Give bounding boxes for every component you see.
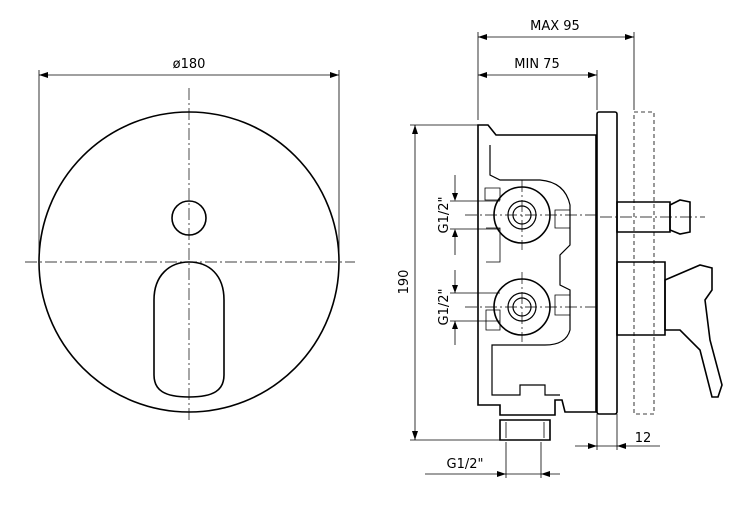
port-upper-label: G1/2" xyxy=(437,197,452,234)
cover-plate-side xyxy=(596,111,618,415)
lever-handle-side xyxy=(664,264,723,398)
port-lower-arrow-bottom xyxy=(452,321,458,329)
height-arrow-bottom xyxy=(412,431,418,440)
thickness-arrow-left xyxy=(588,443,597,449)
port-lower-label: G1/2" xyxy=(437,289,452,326)
max-arrow-left xyxy=(478,34,487,40)
side-view: MAX 95 MIN 75 190 G1/2" G1/2" xyxy=(397,19,723,478)
front-view: ø180 xyxy=(25,57,355,420)
body-detail-lower xyxy=(485,309,501,331)
bottom-arrow-left xyxy=(497,471,506,477)
port-upper-arrow-bottom xyxy=(452,229,458,237)
diverter-knob-side xyxy=(669,199,691,235)
port-bottom-label: G1/2" xyxy=(447,457,484,472)
body-inner-contour xyxy=(489,145,571,396)
thickness-arrow-right xyxy=(617,443,626,449)
bottom-arrow-right xyxy=(541,471,550,477)
thickness-label: 12 xyxy=(635,431,652,446)
body-detail-mid xyxy=(486,227,501,263)
diameter-label: ø180 xyxy=(173,57,206,72)
max-depth-label: MAX 95 xyxy=(530,19,580,34)
body-outline xyxy=(477,124,597,416)
mixer-lever xyxy=(153,261,225,398)
min-arrow-left xyxy=(478,72,487,78)
max-arrow-right xyxy=(625,34,634,40)
port-upper-arrow-top xyxy=(452,193,458,201)
diverter-stem xyxy=(616,201,671,233)
cartridge-body xyxy=(616,261,666,336)
body-detail-right xyxy=(554,209,571,316)
min-depth-label: MIN 75 xyxy=(514,57,559,72)
diameter-arrow-left xyxy=(39,72,48,78)
port-lower-arrow-top xyxy=(452,285,458,293)
body-detail-upper xyxy=(484,187,501,201)
min-arrow-right xyxy=(588,72,597,78)
bottom-outlet xyxy=(499,419,551,441)
cover-plate-max-position xyxy=(633,111,655,415)
height-arrow-top xyxy=(412,125,418,134)
diameter-arrow-right xyxy=(330,72,339,78)
height-label: 190 xyxy=(397,270,412,295)
